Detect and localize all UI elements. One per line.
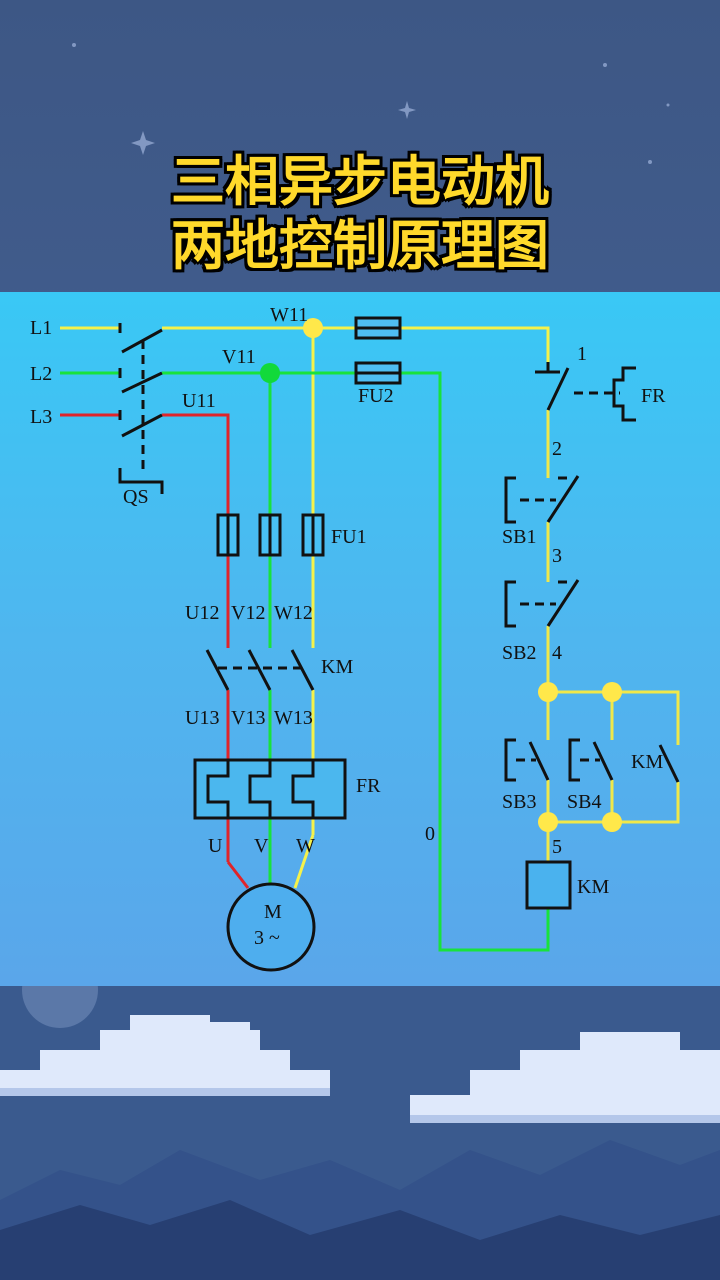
km-aux-contact [658, 744, 680, 783]
junction-5a [538, 812, 558, 832]
motor [226, 882, 316, 972]
label-fu2: FU2 [358, 385, 394, 407]
mountains-near [0, 1200, 720, 1280]
label-w: W [296, 835, 315, 857]
label-v11: V11 [222, 346, 256, 368]
cloud-right [410, 1032, 720, 1117]
junction-w11 [303, 318, 323, 338]
sb4-start-button [568, 738, 614, 782]
moon [22, 986, 98, 1028]
label-v12: V12 [231, 602, 265, 624]
fr-nc-contact [535, 362, 636, 422]
label-sb3: SB3 [502, 791, 536, 813]
label-v: V [254, 835, 269, 857]
label-w12: W12 [274, 602, 313, 624]
label-sb4: SB4 [567, 791, 601, 813]
label-v13: V13 [231, 707, 265, 729]
phase-l3-wires [60, 413, 250, 889]
pixel-landscape [0, 986, 720, 1280]
page-title: 三相异步电动机 两地控制原理图 [0, 150, 720, 278]
fr-thermal-relay [193, 758, 347, 820]
km-coil [525, 860, 572, 910]
junction-5b [602, 812, 622, 832]
label-fr-main: FR [356, 775, 381, 797]
junction-dots [260, 318, 622, 832]
label-w13: W13 [274, 707, 313, 729]
label-qs: QS [123, 486, 149, 508]
label-l1: L1 [30, 317, 52, 339]
label-node-3: 3 [552, 545, 562, 567]
label-motor-m: M [264, 901, 282, 923]
label-km-coil: KM [577, 876, 609, 898]
title-line-2: 两地控制原理图 [171, 214, 549, 277]
label-km-aux: KM [631, 751, 663, 773]
sb2-stop-button [504, 579, 580, 628]
fu1-fuses [216, 513, 325, 557]
title-line-1: 三相异步电动机 [171, 150, 549, 213]
label-u12: U12 [185, 602, 219, 624]
label-fu1: FU1 [331, 526, 367, 548]
label-node-5: 5 [552, 836, 562, 858]
label-node-1: 1 [577, 343, 587, 365]
label-u11: U11 [182, 390, 216, 412]
label-wire-0: 0 [425, 823, 435, 845]
km-main-contacts [205, 649, 315, 691]
phase-l2-wires [60, 371, 550, 952]
fu2-fuses [354, 316, 402, 385]
label-node-2: 2 [552, 438, 562, 460]
label-sb2: SB2 [502, 642, 536, 664]
junction-4a [538, 682, 558, 702]
junction-4b [602, 682, 622, 702]
label-sb1: SB1 [502, 526, 536, 548]
circuit-diagram: L1 L2 L3 W11 V11 U11 QS FU2 FU1 U12 V12 … [30, 304, 680, 972]
label-km-main: KM [321, 656, 353, 678]
label-u13: U13 [185, 707, 219, 729]
junction-v11 [260, 363, 280, 383]
label-fr-ctrl: FR [641, 385, 666, 407]
qs-switch [118, 323, 164, 494]
label-node-4: 4 [552, 642, 562, 664]
cloud-left [0, 1015, 330, 1090]
phase-l1-wires [60, 326, 550, 889]
label-motor-phase: 3 ~ [254, 927, 280, 949]
sb3-start-button [504, 738, 550, 782]
label-w11: W11 [270, 304, 308, 326]
sparkle-icon [131, 131, 155, 155]
sb1-stop-button [504, 475, 580, 524]
sparkle-icon [398, 101, 416, 119]
label-l3: L3 [30, 406, 52, 428]
night-sky [72, 43, 670, 164]
label-u: U [208, 835, 223, 857]
circuit-diagram-panel: L1 L2 L3 W11 V11 U11 QS FU2 FU1 U12 V12 … [0, 292, 720, 986]
label-l2: L2 [30, 363, 52, 385]
